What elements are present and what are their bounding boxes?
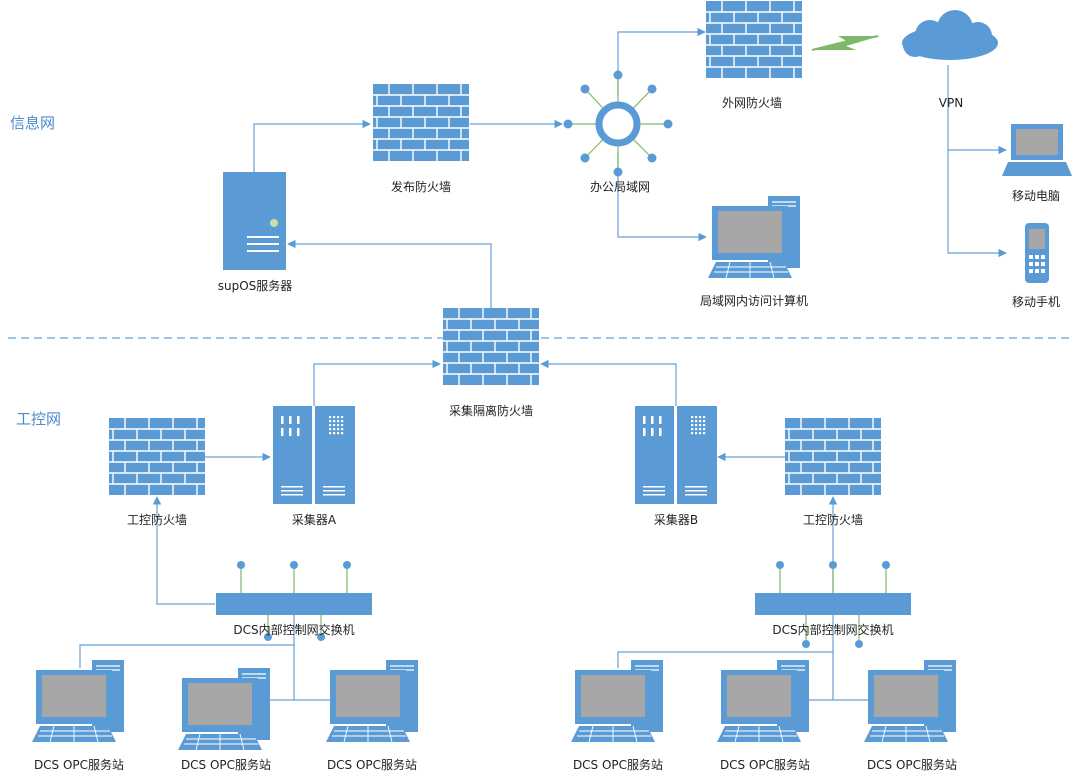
- collector-b-label: 采集器B: [654, 512, 698, 527]
- opc-station-1-label: DCS OPC服务站: [34, 757, 124, 772]
- control-firewall-right-label: 工控防火墙: [803, 512, 863, 527]
- opc-station-2-icon[interactable]: [177, 667, 271, 751]
- opc-station-4-icon[interactable]: [570, 659, 664, 743]
- isolation-firewall-label: 采集隔离防火墙: [449, 403, 533, 418]
- dcs-switch-left-label: DCS内部控制网交换机: [233, 622, 354, 637]
- control-firewall-right-icon[interactable]: [784, 417, 882, 496]
- opc-station-3-label: DCS OPC服务站: [327, 757, 417, 772]
- dcs-switch-right-label: DCS内部控制网交换机: [772, 622, 893, 637]
- mobile-phone-icon[interactable]: [1025, 223, 1049, 283]
- opc-station-6-icon[interactable]: [863, 659, 957, 743]
- opc-station-3-icon[interactable]: [325, 659, 419, 743]
- opc-station-5-label: DCS OPC服务站: [720, 757, 810, 772]
- vpn-label: VPN: [939, 96, 963, 110]
- opc-station-2-label: DCS OPC服务站: [181, 757, 271, 772]
- opc-station-4-label: DCS OPC服务站: [573, 757, 663, 772]
- mobile-phone-label: 移动手机: [1012, 295, 1060, 309]
- supos-server-label: supOS服务器: [218, 278, 293, 293]
- collector-a-icon[interactable]: [273, 406, 355, 504]
- office-lan-label: 办公局域网: [590, 179, 650, 194]
- collector-b-icon[interactable]: [635, 406, 717, 504]
- opc-station-1-icon[interactable]: [31, 659, 125, 743]
- opc-station-6-label: DCS OPC服务站: [867, 757, 957, 772]
- dcs-switch-left-icon[interactable]: [215, 560, 373, 616]
- office-lan-hub-icon[interactable]: [563, 70, 673, 177]
- external-firewall-icon[interactable]: [705, 0, 803, 79]
- lan-computer-label: 局域网内访问计算机: [700, 293, 808, 308]
- mobile-laptop-label: 移动电脑: [1012, 189, 1060, 203]
- zone-label-control: 工控网: [16, 410, 61, 428]
- isolation-firewall-icon[interactable]: [442, 307, 540, 386]
- collector-a-label: 采集器A: [292, 512, 337, 527]
- laptop-icon[interactable]: [1002, 124, 1072, 176]
- opc-station-5-icon[interactable]: [716, 659, 810, 743]
- external-firewall-label: 外网防火墙: [722, 95, 782, 110]
- lan-computer-icon[interactable]: [707, 195, 801, 279]
- vpn-cloud-icon[interactable]: [902, 10, 998, 60]
- publish-firewall-icon[interactable]: [372, 83, 470, 162]
- publish-firewall-label: 发布防火墙: [391, 179, 451, 194]
- control-firewall-left-label: 工控防火墙: [127, 512, 187, 527]
- switch-ports: [264, 615, 863, 648]
- connectors-info: [253, 27, 1007, 308]
- zone-label-info: 信息网: [10, 114, 55, 132]
- dcs-switch-right-icon[interactable]: [754, 560, 912, 616]
- supos-server-icon[interactable]: [223, 172, 286, 270]
- control-firewall-left-icon[interactable]: [108, 417, 206, 496]
